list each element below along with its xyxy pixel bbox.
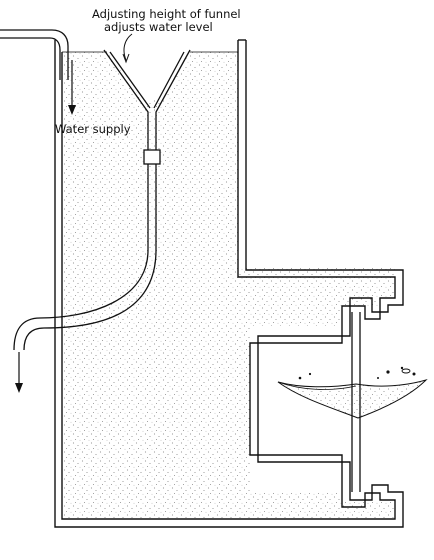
funnel-collar (143, 149, 161, 165)
funnel (103, 49, 191, 150)
drain-arrow-icon (15, 352, 23, 393)
supply-arrow-icon (68, 60, 76, 115)
supply-pipe (0, 29, 69, 80)
funnel-annotation-line1: Adjusting height of funnel (92, 7, 241, 21)
drain-tube (13, 164, 157, 351)
callout-leader-tip (122, 53, 130, 64)
water-sheet (277, 366, 428, 419)
tank-wall (54, 39, 404, 528)
callout-leader (123, 33, 133, 61)
water-supply-label: Water supply (55, 122, 131, 136)
funnel-annotation-line2: adjusts water level (104, 20, 213, 34)
